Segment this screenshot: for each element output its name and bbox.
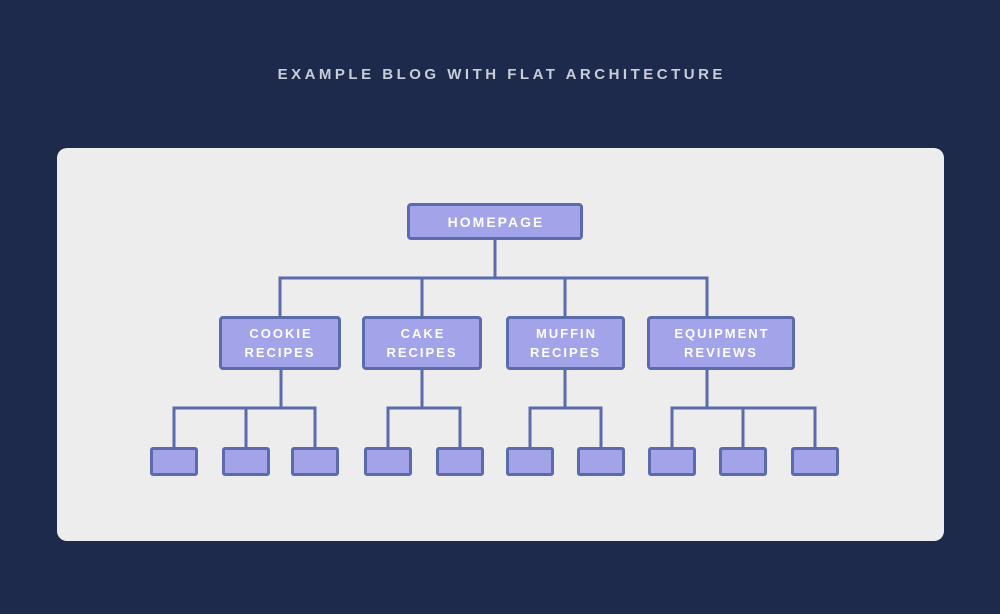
subpage-node bbox=[577, 447, 625, 476]
subpage-node bbox=[506, 447, 554, 476]
subpage-node bbox=[436, 447, 484, 476]
category-node-label: EQUIPMENT REVIEWS bbox=[674, 326, 770, 360]
homepage-node: HOMEPAGE bbox=[407, 203, 583, 240]
category-node-muffin-recipes: MUFFIN RECIPES bbox=[506, 316, 625, 370]
category-node-label: COOKIE RECIPES bbox=[244, 326, 316, 360]
subpage-node bbox=[150, 447, 198, 476]
category-node-label: CAKE RECIPES bbox=[386, 326, 458, 360]
subpage-node bbox=[648, 447, 696, 476]
category-node-equipment-reviews: EQUIPMENT REVIEWS bbox=[647, 316, 795, 370]
subpage-node bbox=[222, 447, 270, 476]
subpage-node bbox=[791, 447, 839, 476]
category-node-cookie-recipes: COOKIE RECIPES bbox=[219, 316, 341, 370]
subpage-node bbox=[364, 447, 412, 476]
subpage-node bbox=[291, 447, 339, 476]
subpage-node bbox=[719, 447, 767, 476]
category-node-cake-recipes: CAKE RECIPES bbox=[362, 316, 482, 370]
homepage-node-label: HOMEPAGE bbox=[447, 213, 545, 230]
diagram-title: EXAMPLE BLOG WITH FLAT ARCHITECTURE bbox=[277, 66, 726, 83]
category-node-label: MUFFIN RECIPES bbox=[529, 326, 602, 360]
